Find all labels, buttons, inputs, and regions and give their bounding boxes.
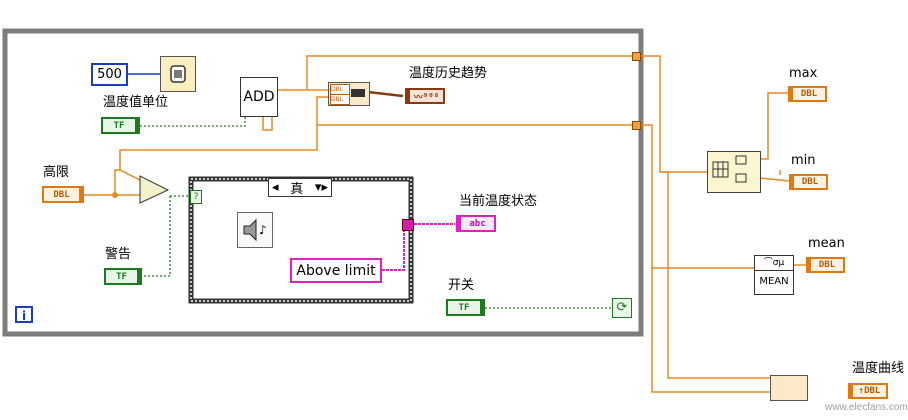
string-tunnel xyxy=(402,219,414,231)
iteration-terminal[interactable]: i xyxy=(15,306,33,323)
history-trend-chart-indicator[interactable]: 〰⁹⁰⁸ xyxy=(405,88,445,104)
temp-curve-indicator[interactable]: ↑DBL xyxy=(848,383,888,399)
svg-text:♪: ♪ xyxy=(259,223,267,237)
mean-label: mean xyxy=(808,236,845,251)
mean-node[interactable]: ⌒σμ MEAN xyxy=(754,255,794,295)
loop-tunnel-mid xyxy=(632,121,641,130)
max-label: max xyxy=(789,66,818,81)
add-node[interactable]: ADD xyxy=(240,77,278,117)
chart-icon: 〰⁹⁰⁸ xyxy=(413,92,440,103)
array-max-min-node[interactable] xyxy=(707,151,761,193)
case-value: 真 xyxy=(290,182,304,197)
cluster-wire xyxy=(367,90,404,98)
tf-text: TF xyxy=(113,120,125,131)
case-prev-arrow[interactable]: ◂ xyxy=(272,180,279,195)
loop-tunnel-top xyxy=(632,52,641,61)
dbl-text: DBL xyxy=(53,189,70,200)
loop-condition-icon[interactable]: ⟳ xyxy=(612,298,632,318)
current-status-label: 当前温度状态 xyxy=(459,194,538,209)
mean-indicator[interactable]: DBL xyxy=(806,257,845,273)
max-indicator[interactable]: DBL xyxy=(788,86,827,102)
case-selector-terminal[interactable]: ? xyxy=(190,190,202,204)
bundle-arrow-icon xyxy=(351,89,365,97)
min-indicator[interactable]: DBL xyxy=(789,174,828,190)
case-next-arrow[interactable]: ▾▸ xyxy=(314,180,328,195)
switch-control[interactable]: TF xyxy=(446,299,485,316)
dbl-text: DBL xyxy=(801,177,819,187)
compare-node[interactable] xyxy=(139,175,170,204)
mean-formula-icon: ⌒σμ xyxy=(755,256,793,271)
temp-curve-label: 温度曲线 xyxy=(852,361,905,376)
bool-wires xyxy=(140,117,612,309)
above-limit-constant[interactable]: Above limit xyxy=(290,258,382,283)
bundle-dbl-2: DBL xyxy=(330,94,350,105)
junction-dot xyxy=(112,192,118,198)
min-label: min xyxy=(791,153,816,168)
alarm-control[interactable]: TF xyxy=(104,268,142,285)
while-loop-frame[interactable] xyxy=(2,28,644,337)
mean-node-text: MEAN xyxy=(759,276,789,287)
history-trend-label: 温度历史趋势 xyxy=(409,66,488,81)
case-selector[interactable]: ◂ 真 ▾▸ xyxy=(268,178,332,197)
interval-constant[interactable]: 500 xyxy=(91,63,128,86)
dbl-text: DBL xyxy=(818,260,836,270)
high-limit-control[interactable]: DBL xyxy=(42,186,84,203)
switch-label: 开关 xyxy=(448,278,475,293)
dbl-text: DBL xyxy=(800,89,818,99)
bundle-waveform-node[interactable] xyxy=(770,375,808,401)
wait-timer-icon[interactable] xyxy=(160,56,196,92)
temp-unit-label: 温度值单位 xyxy=(103,95,169,110)
abc-text: abc xyxy=(469,218,486,229)
tf-text: TF xyxy=(458,302,470,313)
beep-speaker-icon[interactable]: ♪ xyxy=(237,212,273,248)
current-status-indicator[interactable]: abc xyxy=(456,215,496,232)
temp-unit-control[interactable]: TF xyxy=(101,117,140,134)
high-limit-label: 高限 xyxy=(43,165,70,180)
tf-text: TF xyxy=(116,271,127,282)
alarm-label: 警告 xyxy=(105,247,132,262)
build-array-node[interactable]: DBL DBL xyxy=(328,82,370,106)
waveform-text: ↑DBL xyxy=(858,386,881,396)
watermark-text: www.elecfans.com xyxy=(825,402,908,413)
